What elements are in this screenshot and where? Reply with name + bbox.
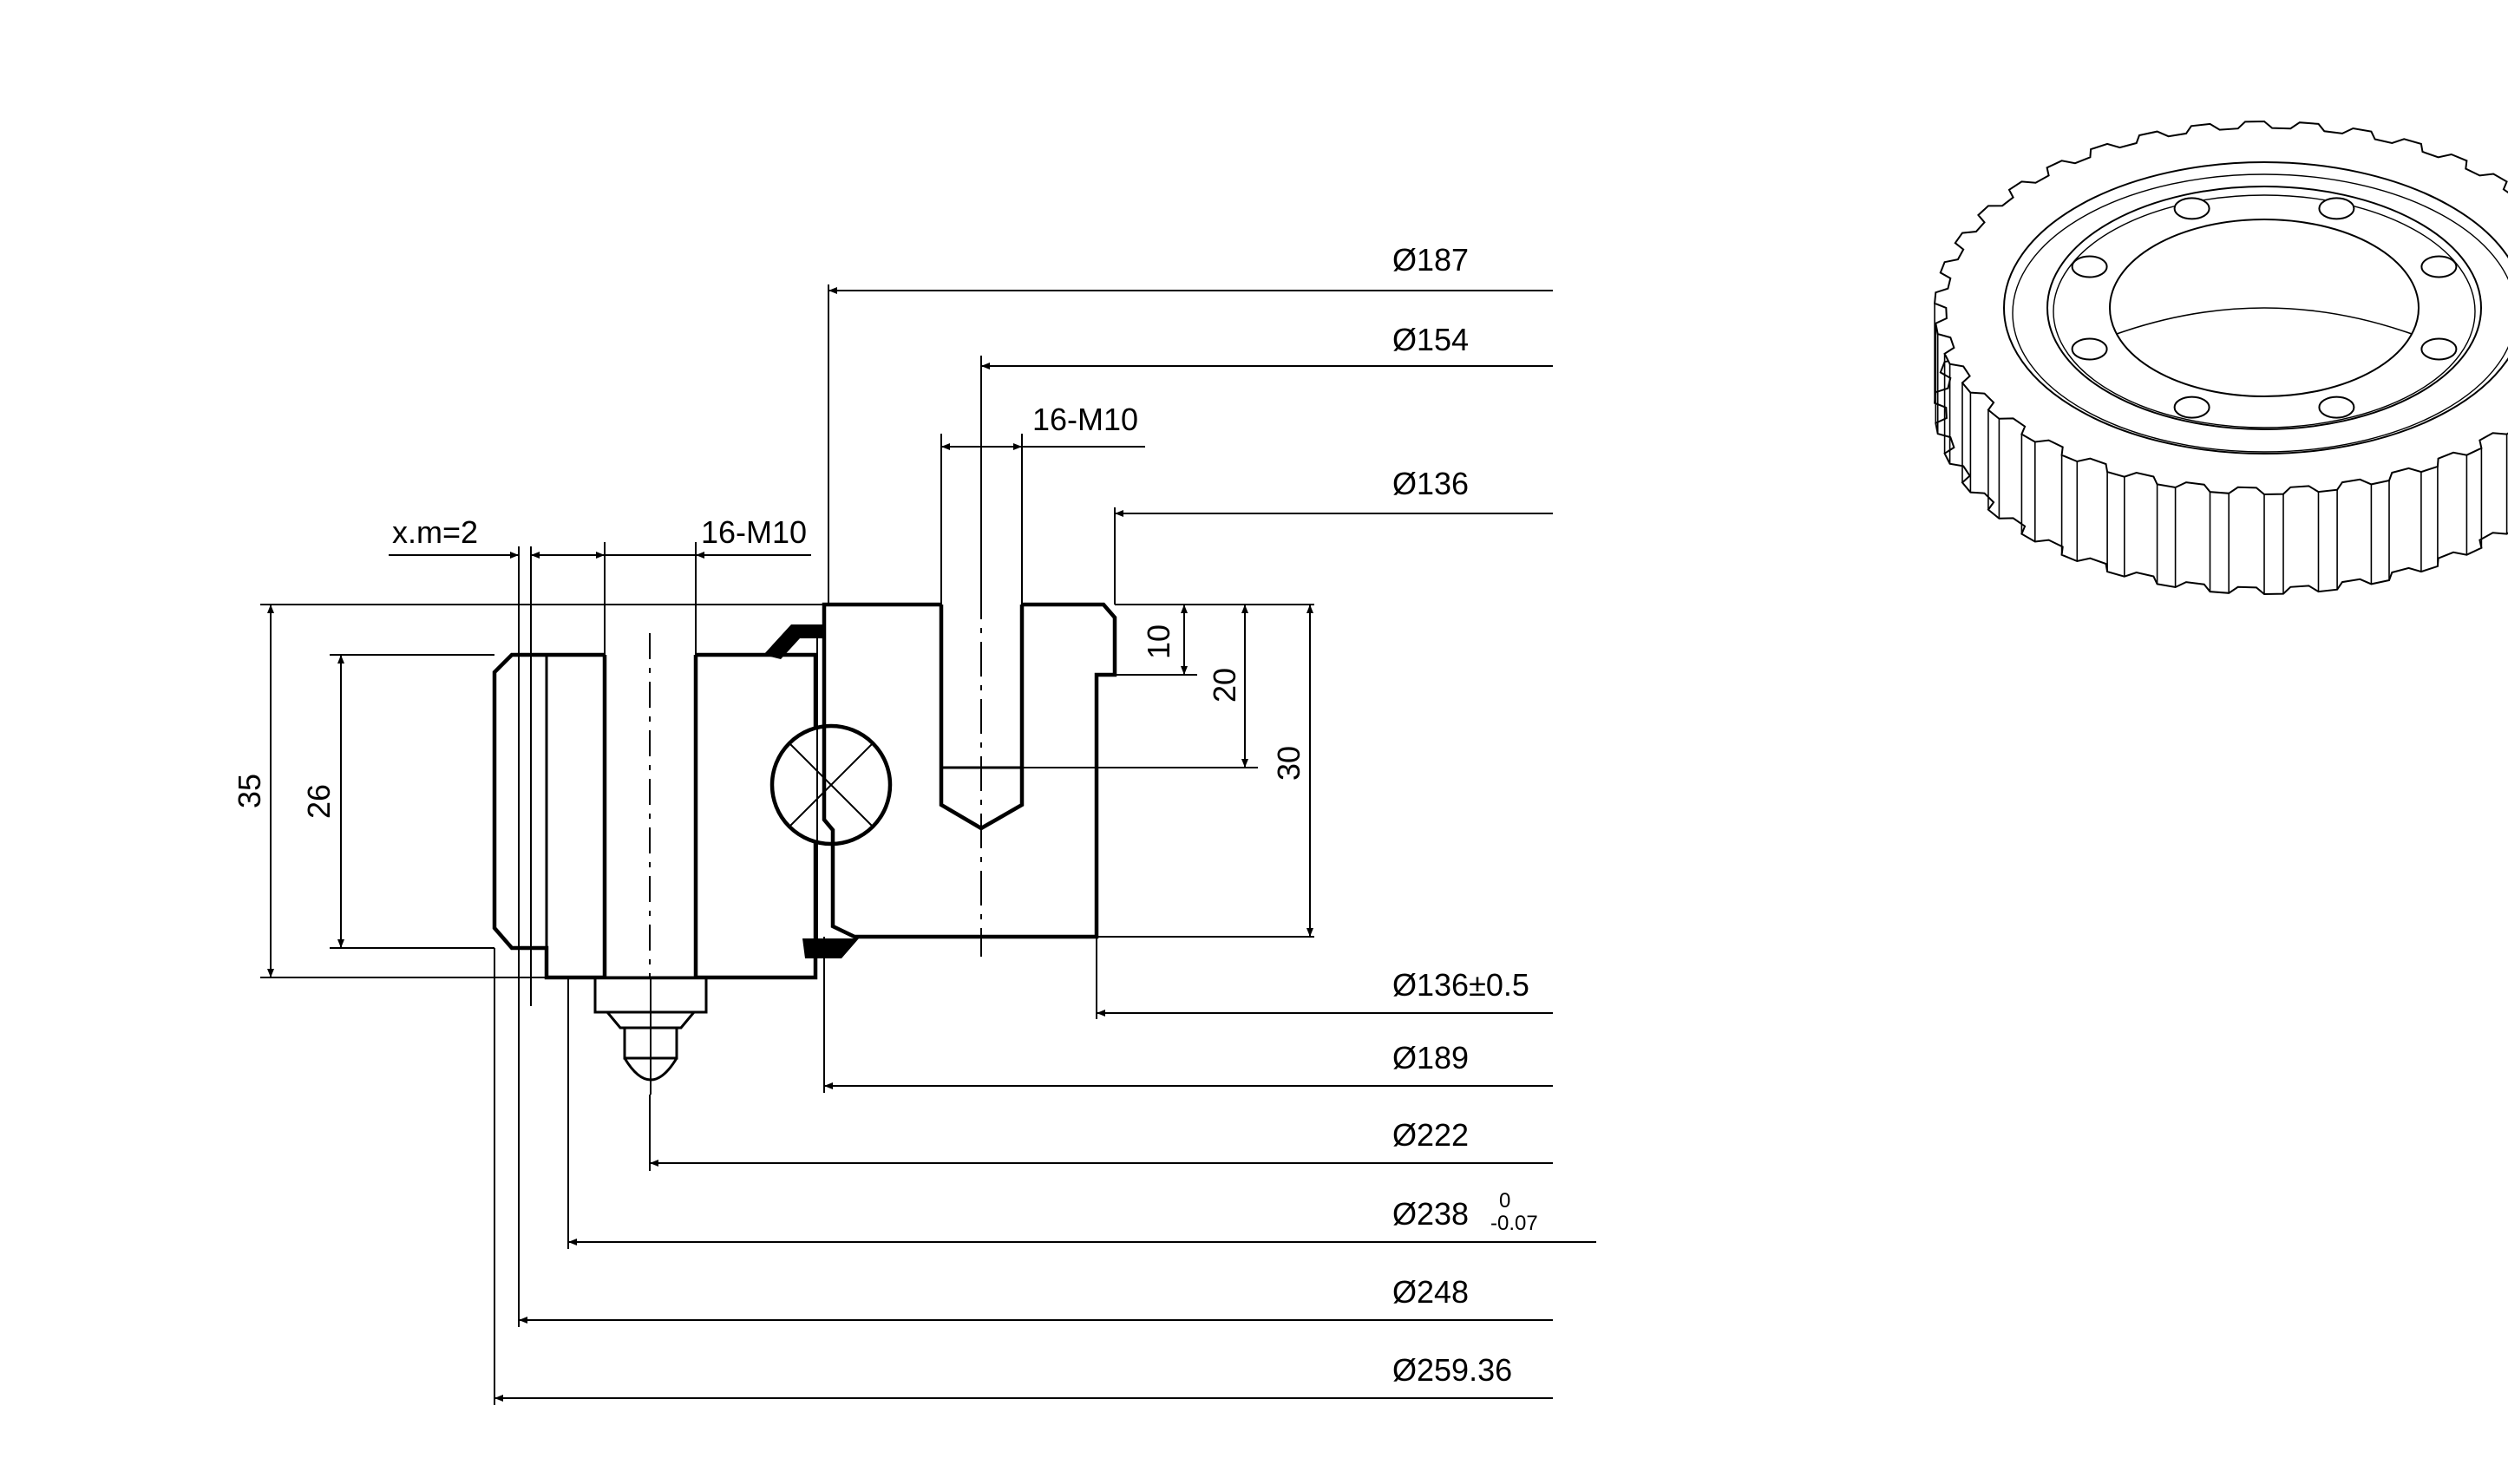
dim-d222: Ø222	[1392, 1117, 1469, 1153]
iso-view-gear-ring-icon	[1934, 120, 2508, 596]
dim-d189: Ø189	[1392, 1040, 1469, 1075]
dim-depth-20: 20	[1207, 668, 1242, 703]
dim-height-total: 35	[232, 774, 267, 808]
dim-d259: Ø259.36	[1392, 1352, 1512, 1388]
rolling-ball	[769, 723, 893, 847]
dim-d154: Ø154	[1392, 322, 1469, 357]
dim-d248: Ø248	[1392, 1274, 1469, 1310]
dim-d136-tol: Ø136±0.5	[1392, 967, 1529, 1003]
dim-profile-shift: x.m=2	[392, 514, 478, 550]
dim-d238: Ø238	[1392, 1196, 1469, 1232]
dim-depth-10: 10	[1141, 624, 1176, 659]
dim-outer-bolt: 16-M10	[701, 514, 807, 550]
dim-inner-bolt: 16-M10	[1032, 402, 1138, 437]
diameter-leaders: Ø187 Ø154 Ø136 Ø136±0.5 Ø189 Ø222 Ø238 0…	[494, 242, 1596, 1405]
top-left-dims: x.m=2 16-M10	[389, 514, 811, 1006]
dim-d136: Ø136	[1392, 466, 1469, 501]
dim-d238-tol-upper: 0	[1499, 1189, 1510, 1213]
cross-section	[492, 356, 1117, 1095]
seal-top	[763, 624, 826, 659]
dim-height-outer: 26	[301, 784, 337, 819]
grease-nipple	[593, 976, 708, 1095]
top-right-bolt-dim: 16-M10	[940, 402, 1145, 605]
dim-height-inner: 30	[1271, 746, 1306, 781]
dim-d187: Ø187	[1392, 242, 1469, 278]
dim-d238-tol-lower: -0.07	[1490, 1212, 1538, 1235]
right-dimensions: 10 20 30	[1022, 604, 1314, 938]
left-dimensions: 35 26	[232, 604, 824, 978]
seal-bottom	[802, 938, 859, 958]
